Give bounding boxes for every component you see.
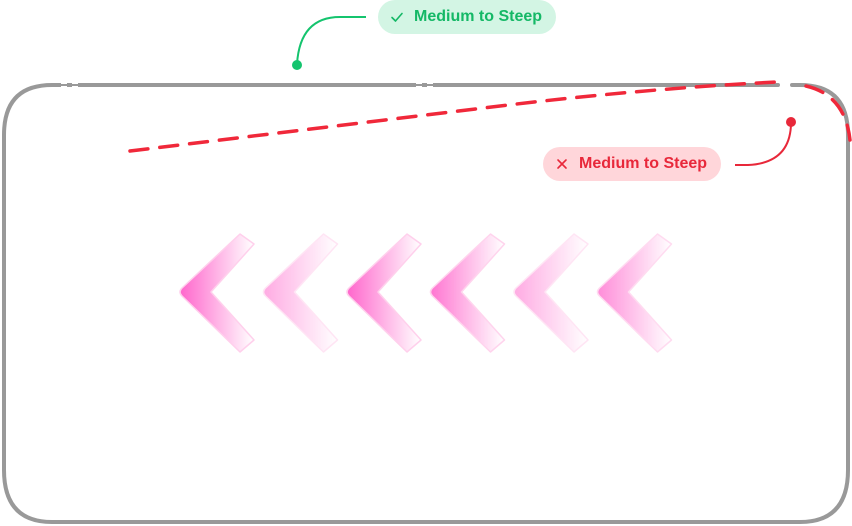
chevron-left-icon — [346, 233, 422, 353]
frame-notch-left — [61, 82, 78, 88]
chevron-shape — [346, 233, 422, 353]
chevron-left-icon — [179, 233, 255, 353]
chevron-left-icon — [513, 233, 589, 353]
good-annotation-badge: Medium to Steep — [378, 0, 557, 34]
bad-annotation-label: Medium to Steep — [579, 155, 708, 172]
good-annotation-label: Medium to Steep — [414, 8, 543, 25]
frame-notch-mid — [416, 82, 433, 88]
chevron-shape — [262, 233, 339, 353]
chevron-shape — [429, 233, 506, 353]
chevron-left-icon — [429, 233, 506, 353]
chevron-row — [179, 233, 673, 353]
chevron-shape — [179, 233, 255, 353]
frame-outline — [2, 83, 850, 524]
chevron-shape — [513, 233, 589, 353]
bad-curve-dashed — [128, 80, 852, 153]
good-connector-line — [296, 16, 366, 65]
chevron-shape — [596, 233, 673, 353]
good-connector-dot — [292, 60, 302, 70]
bad-annotation-badge: Medium to Steep — [543, 147, 722, 181]
bad-connector-dot — [786, 117, 796, 127]
chevron-left-icon — [596, 233, 673, 353]
bad-connector-line — [735, 123, 792, 166]
close-icon — [557, 159, 567, 169]
chevron-left-icon — [262, 233, 339, 353]
check-icon — [391, 12, 403, 22]
